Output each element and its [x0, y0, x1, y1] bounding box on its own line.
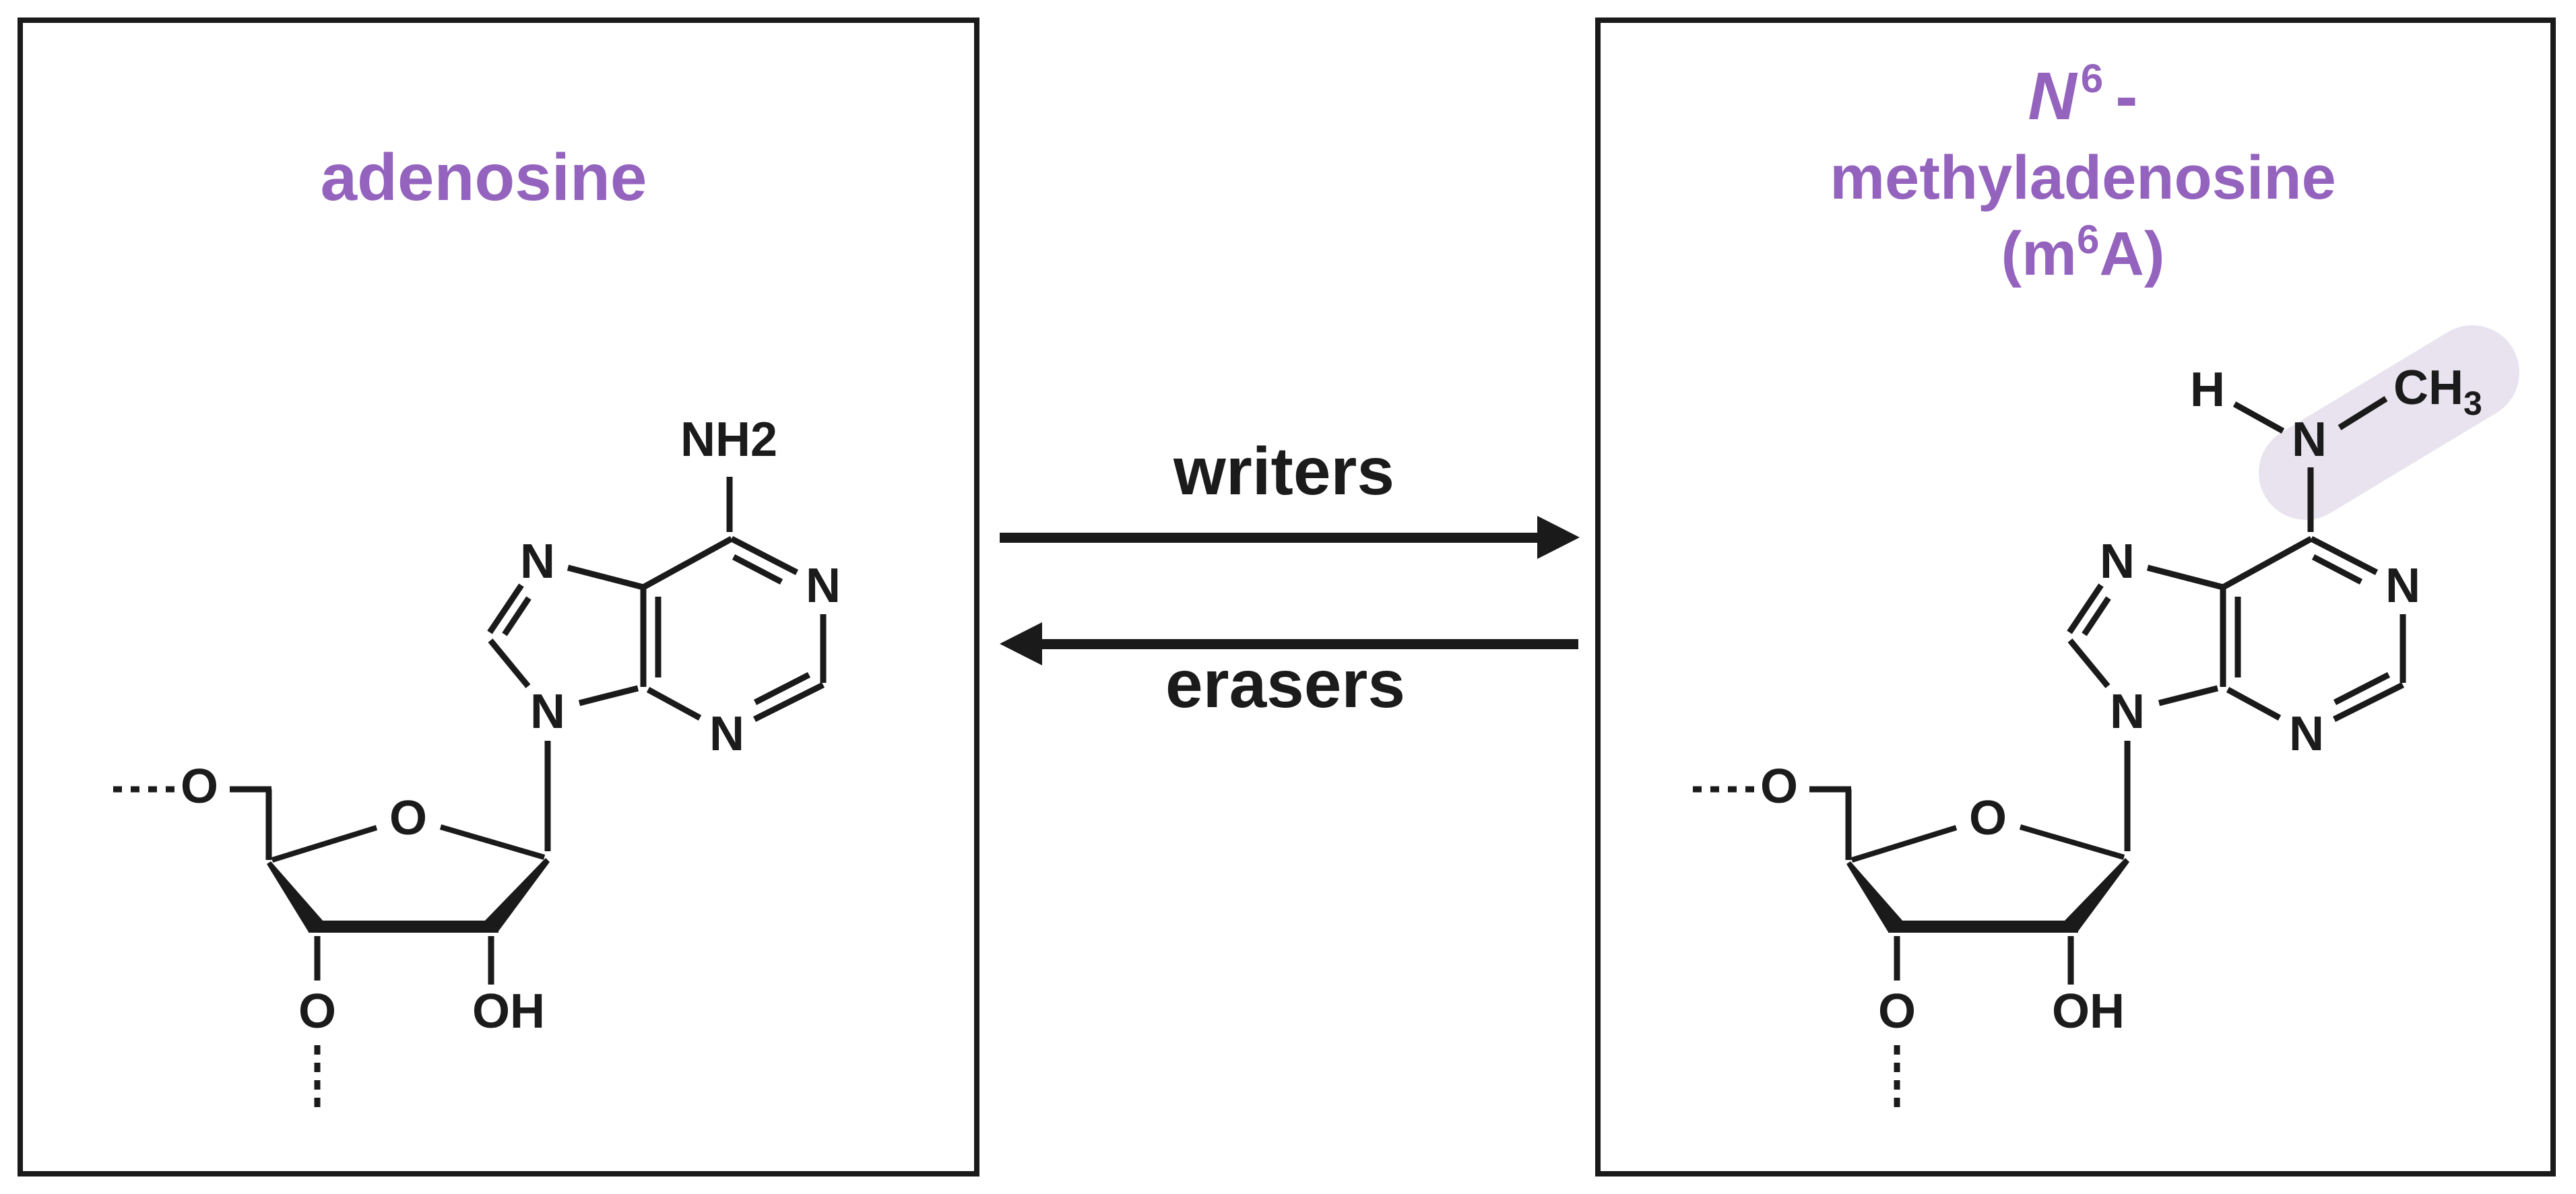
bond-h-n6: [2232, 401, 2285, 434]
bond-n7-c8-inner: [502, 596, 532, 636]
erasers-arrowhead-icon: [1000, 622, 1042, 665]
methyl-highlight: [2259, 325, 2519, 520]
wedge-c4-c3: [267, 861, 323, 932]
bond-n3-c4: [646, 687, 702, 721]
n1-label: N: [806, 559, 841, 613]
writers-arrow-shaft: [1000, 533, 1539, 543]
bond-n7-c8: [2067, 583, 2104, 634]
n9-label: N: [530, 685, 565, 739]
bond-c8-n9: [2067, 638, 2111, 688]
oh-label: OH: [2052, 985, 2125, 1038]
bond-o-c1: [2019, 824, 2125, 860]
reaction-arrows: writers erasers: [1000, 434, 1580, 722]
h-label: H: [2190, 363, 2225, 417]
o5-label: O: [181, 760, 218, 814]
bond-c8-n9: [488, 638, 531, 688]
writers-arrowhead-icon: [1537, 516, 1580, 559]
left-panel-title: adenosine: [321, 140, 647, 214]
o3-label: O: [1878, 985, 1916, 1038]
bond-c5-c6: [641, 536, 734, 590]
bond-c5-n7: [567, 564, 645, 591]
bond-o-c4: [271, 825, 378, 863]
writers-label: writers: [1173, 434, 1394, 509]
n6-label: N: [2292, 413, 2327, 467]
bold-bond-c3-c2: [1888, 921, 2078, 933]
bond-n9-c4: [578, 685, 639, 706]
n7-label: N: [520, 535, 555, 589]
bond-c2-n3-inner: [2333, 671, 2391, 706]
bond-n6-ch3: [2338, 396, 2388, 430]
bold-bond-c3-c2: [309, 921, 498, 933]
adenosine-structure: NH2 N N N N O: [113, 413, 841, 1107]
bond-c6-n1-inner: [732, 554, 783, 585]
right-panel-title-line2: methyladenosine: [1830, 143, 2336, 212]
bond-n7-c8-inner: [2082, 596, 2111, 636]
wedge-c4-c3: [1846, 861, 1903, 932]
n7-label: N: [2100, 535, 2135, 589]
erasers-arrow-shaft: [1041, 639, 1578, 649]
bond-n9-c4: [2158, 685, 2219, 706]
bond-c2-n3: [2332, 682, 2405, 723]
right-panel-border: [1595, 18, 2556, 1176]
left-panel-border: [18, 18, 979, 1176]
ribose-o-label: O: [389, 791, 427, 845]
title-dash: -: [2115, 59, 2137, 134]
title-sup6: 6: [2081, 56, 2103, 101]
ribose-o-label: O: [1969, 791, 2007, 845]
bond-o-c1: [439, 824, 546, 860]
bond-n3-c4: [2226, 687, 2282, 721]
bond-n7-c8: [487, 583, 524, 634]
n9-label: N: [2110, 685, 2145, 739]
bond-c5-n7: [2146, 564, 2224, 591]
oh-label: OH: [472, 985, 545, 1038]
wedge-c1-c2: [484, 858, 550, 932]
bond-c2-n3: [752, 682, 825, 723]
bond-c6-n1: [730, 536, 799, 575]
title-m6a-open: (m: [2001, 220, 2077, 288]
n3-label: N: [2289, 707, 2324, 761]
bond-c2-n3-inner: [753, 671, 811, 706]
title-m6a-sup: 6: [2077, 217, 2099, 262]
nh2-label: NH2: [680, 413, 777, 467]
bond-c6-n1-inner: [2311, 554, 2363, 585]
right-panel-title-line3: (m6A): [2001, 217, 2165, 288]
title-m6a-close: A): [2099, 220, 2164, 288]
left-panel: adenosine NH2 N N N N: [18, 18, 979, 1176]
erasers-label: erasers: [1165, 646, 1405, 722]
n3-label: N: [709, 707, 744, 761]
n1-label: N: [2385, 559, 2420, 613]
ch3-main: CH: [2393, 361, 2464, 415]
m6a-structure: H N CH3 N N N N: [1693, 361, 2482, 1107]
bond-c5-c6: [2221, 536, 2313, 590]
o3-label: O: [298, 985, 336, 1038]
ch3-label: CH3: [2393, 361, 2482, 422]
ch3-subscript: 3: [2464, 385, 2482, 422]
o5-label: O: [1760, 760, 1798, 814]
title-n: N: [2028, 59, 2078, 134]
bond-o-c4: [1850, 825, 1958, 863]
wedge-c1-c2: [2064, 858, 2129, 932]
bond-c6-n1: [2309, 536, 2379, 575]
